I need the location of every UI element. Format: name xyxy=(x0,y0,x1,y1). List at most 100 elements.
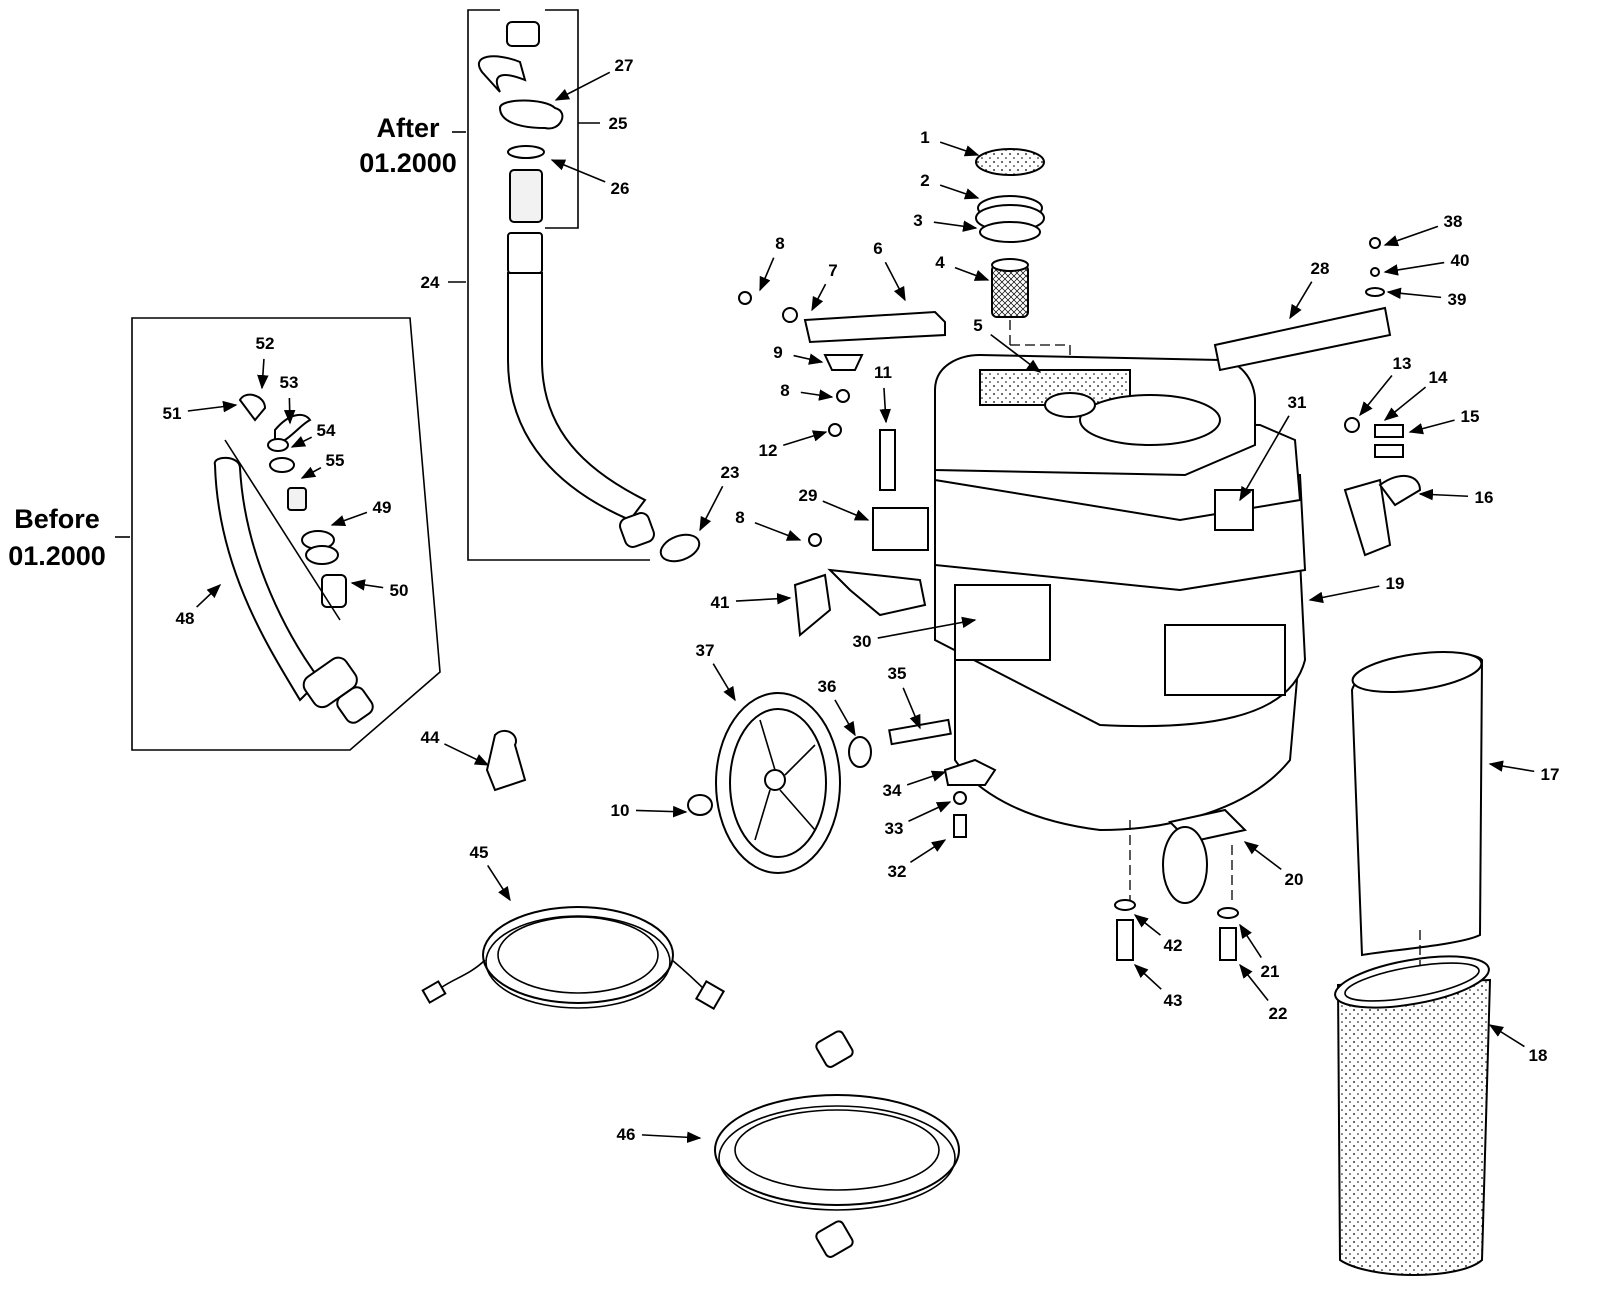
callout-8: 8 xyxy=(780,381,789,400)
drain-hose-assembly xyxy=(478,21,701,563)
callout-16: 16 xyxy=(1475,488,1494,507)
callout-arrow xyxy=(1133,914,1161,936)
callout-39: 39 xyxy=(1448,290,1467,309)
callout-arrow xyxy=(908,801,952,822)
callout-arrow xyxy=(1243,841,1282,870)
callout-arrow xyxy=(487,865,511,902)
callout-arrow xyxy=(759,257,775,292)
callout-53: 53 xyxy=(280,373,299,392)
callout-arrow xyxy=(196,584,222,608)
before-label-line2: 01.2000 xyxy=(8,541,106,571)
callout-46: 46 xyxy=(617,1125,636,1144)
callout-arrow xyxy=(283,397,296,425)
callout-arrow xyxy=(1239,963,1269,1001)
callout-arrow xyxy=(641,1131,702,1144)
callout-35: 35 xyxy=(888,664,907,683)
callout-arrow xyxy=(350,579,384,591)
callout-33: 33 xyxy=(885,819,904,838)
callout-arrow xyxy=(1383,261,1445,276)
callout-49: 49 xyxy=(373,498,392,517)
callout-8: 8 xyxy=(775,234,784,253)
filter-stack xyxy=(975,148,1071,400)
callout-arrow xyxy=(1308,585,1380,604)
callout-40: 40 xyxy=(1451,251,1470,270)
after-label-line1: After xyxy=(376,113,439,143)
callout-arrow xyxy=(1488,760,1535,773)
wheel xyxy=(715,692,841,874)
callout-arrow xyxy=(822,500,870,521)
callout-arrow xyxy=(554,71,611,101)
callout-arrow xyxy=(879,387,891,424)
after-group-bracket xyxy=(448,9,650,561)
callout-14: 14 xyxy=(1429,368,1448,387)
callout-48: 48 xyxy=(176,609,195,628)
callout-arrow xyxy=(1383,386,1427,421)
callout-arrow xyxy=(939,141,980,157)
callout-arrow xyxy=(1386,287,1442,300)
callout-arrow xyxy=(635,805,688,818)
callout-arrow xyxy=(800,389,834,401)
callout-arrow xyxy=(910,839,947,863)
callout-26: 26 xyxy=(611,179,630,198)
callout-arrow xyxy=(1488,1024,1525,1048)
callout-arrow xyxy=(735,592,792,605)
callout-arrow xyxy=(877,616,977,639)
hardware xyxy=(485,237,1422,961)
callout-arrow xyxy=(187,400,238,413)
callout-50: 50 xyxy=(390,581,409,600)
callout-arrow xyxy=(699,485,724,532)
callout-32: 32 xyxy=(888,862,907,881)
callout-51: 51 xyxy=(163,404,182,423)
callout-arrow xyxy=(811,283,827,312)
callout-6: 6 xyxy=(873,239,882,258)
after-label-line2: 01.2000 xyxy=(359,148,457,178)
callout-13: 13 xyxy=(1393,354,1412,373)
callout-arrow xyxy=(290,436,313,448)
before-group-frame xyxy=(115,317,441,751)
callout-arrow xyxy=(906,770,947,786)
callout-2: 2 xyxy=(920,171,929,190)
callout-7: 7 xyxy=(828,261,837,280)
callout-arrow xyxy=(1289,281,1313,320)
callout-25: 25 xyxy=(609,114,628,133)
callout-12: 12 xyxy=(759,441,778,460)
callout-arrow xyxy=(954,266,990,281)
callout-arrow xyxy=(990,334,1042,373)
callout-9: 9 xyxy=(773,343,782,362)
callout-arrow xyxy=(793,353,824,365)
old-drain-parts xyxy=(213,393,374,724)
callout-22: 22 xyxy=(1269,1004,1288,1023)
callout-23: 23 xyxy=(721,463,740,482)
before-label-line1: Before xyxy=(14,504,100,534)
callout-41: 41 xyxy=(711,593,730,612)
callout-55: 55 xyxy=(326,451,345,470)
callout-28: 28 xyxy=(1311,259,1330,278)
callout-arrow xyxy=(712,663,736,702)
callout-3: 3 xyxy=(913,211,922,230)
callout-arrow xyxy=(1408,419,1455,435)
callout-8: 8 xyxy=(735,508,744,527)
power-cord xyxy=(421,906,726,1011)
callout-arrow xyxy=(1133,964,1162,990)
callout-4: 4 xyxy=(935,253,945,272)
callout-arrow xyxy=(834,699,856,737)
callout-52: 52 xyxy=(256,334,275,353)
callout-arrow xyxy=(783,430,828,447)
callout-20: 20 xyxy=(1285,870,1304,889)
callout-arrow xyxy=(1418,488,1469,501)
callout-18: 18 xyxy=(1529,1046,1548,1065)
callout-arrow xyxy=(1359,374,1393,417)
callout-43: 43 xyxy=(1164,991,1183,1010)
callout-arrow xyxy=(1239,415,1290,502)
callout-arrow xyxy=(257,358,269,390)
callout-31: 31 xyxy=(1288,393,1307,412)
callout-arrow xyxy=(754,521,802,541)
callout-10: 10 xyxy=(611,801,630,820)
callout-1: 1 xyxy=(920,128,929,147)
callout-arrow xyxy=(300,466,322,479)
callout-29: 29 xyxy=(799,486,818,505)
filter-bags xyxy=(1334,651,1492,1276)
callout-11: 11 xyxy=(874,363,892,382)
callout-arrow xyxy=(902,687,921,730)
